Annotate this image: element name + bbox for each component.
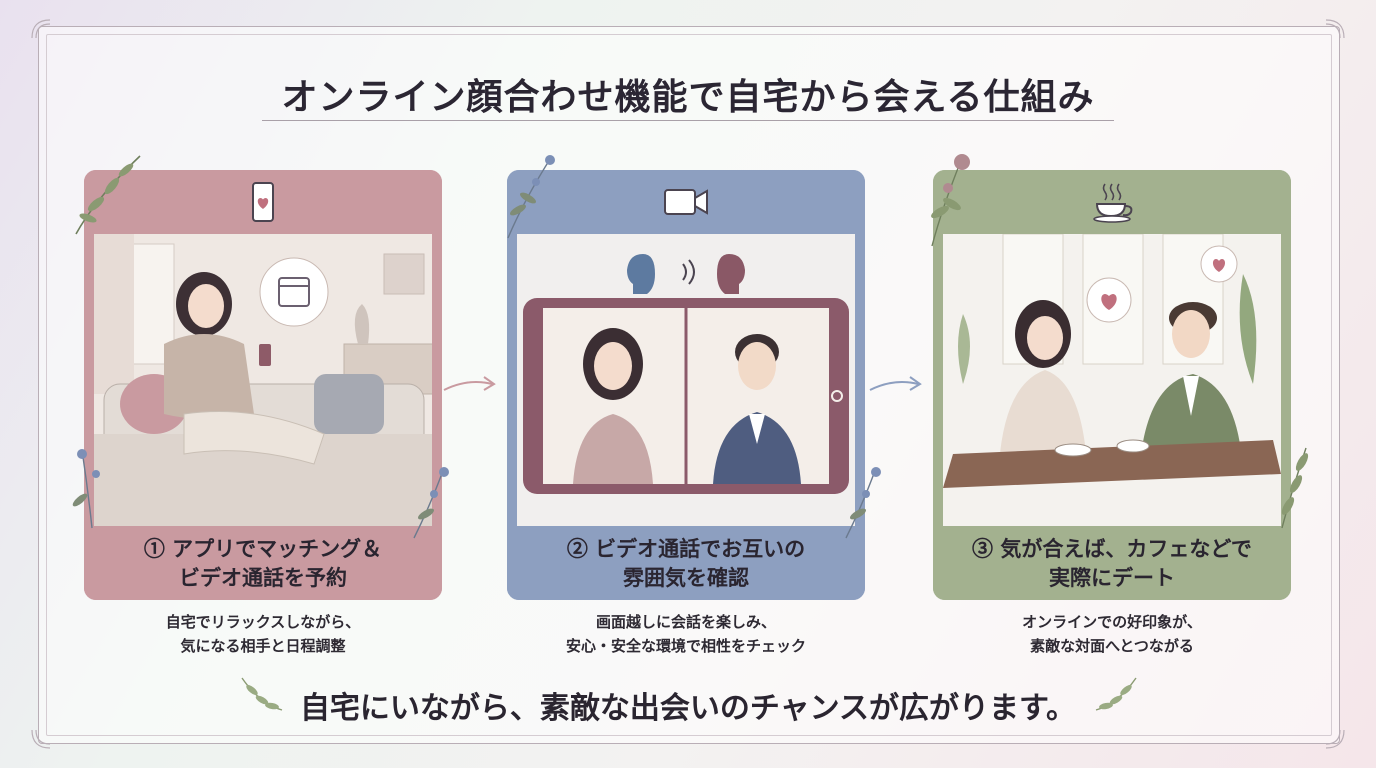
video-camera-icon [664, 189, 708, 215]
step-description: オンラインでの好印象が、 素敵な対面へとつながる [932, 610, 1292, 658]
caption-line: ③ 気が合えば、カフェなどで [972, 536, 1252, 561]
laurel-left-icon [241, 677, 283, 711]
title-underline [262, 120, 1114, 121]
flower-sprig-icon [931, 154, 970, 247]
description-line: オンラインでの好印象が、 [1022, 613, 1202, 631]
scene-woman-on-sofa [94, 234, 432, 526]
description-line: 素敵な対面へとつながる [1030, 637, 1194, 655]
step-card-2: ② ビデオ通話でお互いの 雰囲気を確認 [507, 170, 865, 600]
scene-cafe-date [943, 234, 1281, 526]
flower-sprig-icon [845, 467, 881, 539]
arrow-right-icon [869, 376, 922, 391]
step-caption: ③ 気が合えば、カフェなどで 実際にデート [933, 526, 1291, 600]
flower-sprig-icon [507, 155, 555, 239]
caption-line: 実際にデート [1049, 565, 1175, 590]
caption-line: 雰囲気を確認 [623, 565, 749, 590]
scene-video-call [517, 234, 855, 526]
step-description: 画面越しに会話を楽しみ、 安心・安全な環境で相性をチェック [506, 610, 866, 658]
caption-line: ビデオ通話を予約 [179, 565, 347, 590]
laurel-right-icon [1095, 677, 1137, 711]
leaf-sprig-icon [75, 155, 141, 235]
caption-line: ② ビデオ通話でお互いの [566, 536, 806, 561]
corner-ornament-icon [1325, 729, 1345, 749]
card-header [933, 170, 1291, 234]
corner-ornament-icon [31, 19, 51, 39]
step-card-1: ① アプリでマッチング＆ ビデオ通話を予約 [84, 170, 442, 600]
step-caption: ① アプリでマッチング＆ ビデオ通話を予約 [84, 526, 442, 600]
description-line: 気になる相手と日程調整 [180, 637, 346, 655]
card-header [84, 170, 442, 234]
smartphone-heart-icon [252, 182, 274, 222]
footer-message: 自宅にいながら、素敵な出会いのチャンスが広がります。 [299, 691, 1077, 726]
description-line: 自宅でリラックスしながら、 [165, 613, 361, 631]
corner-ornament-icon [31, 729, 51, 749]
page-title: オンライン顔合わせ機能で自宅から会える仕組み [281, 76, 1095, 118]
arrow-right-icon [443, 376, 496, 391]
leaf-sprig-icon [1281, 447, 1309, 529]
flower-sprig-icon [72, 449, 100, 529]
description-line: 画面越しに会話を楽しみ、 [595, 613, 776, 631]
step-card-3: ③ 気が合えば、カフェなどで 実際にデート [933, 170, 1291, 600]
step-caption: ② ビデオ通話でお互いの 雰囲気を確認 [507, 526, 865, 600]
caption-line: ① アプリでマッチング＆ [143, 536, 383, 561]
card-header [507, 170, 865, 234]
step-description: 自宅でリラックスしながら、 気になる相手と日程調整 [83, 610, 443, 658]
corner-ornament-icon [1325, 19, 1345, 39]
description-line: 安心・安全な環境で相性をチェック [565, 637, 806, 655]
coffee-cup-icon [1093, 183, 1133, 223]
flower-sprig-icon [413, 467, 449, 539]
